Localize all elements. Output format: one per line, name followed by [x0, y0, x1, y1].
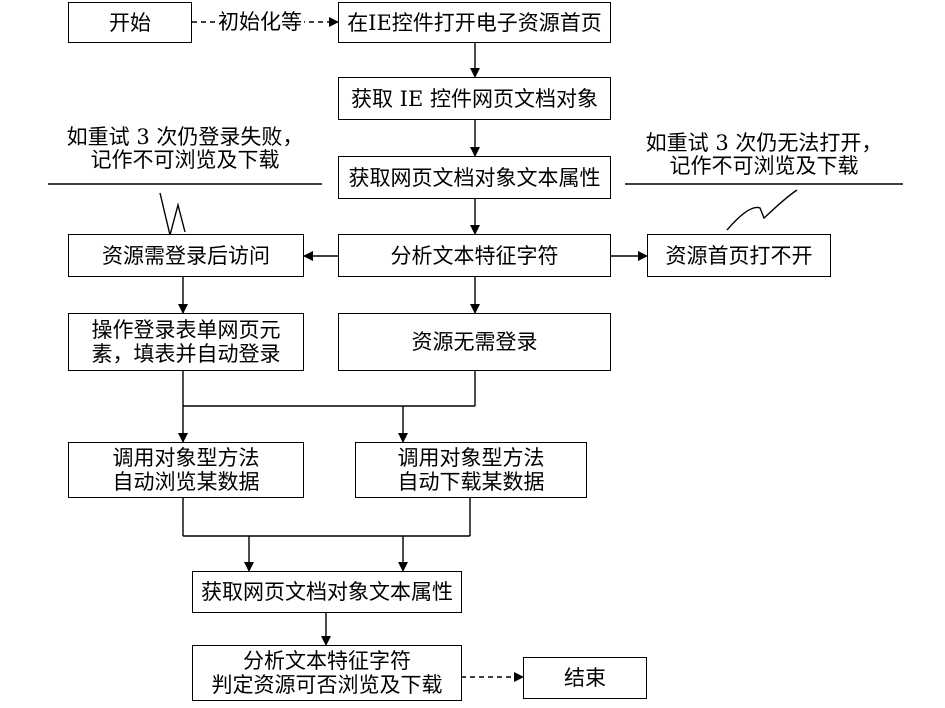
download-line-2: 自动下载某数据 [397, 470, 545, 494]
get-text-label-1: 获取网页文档对象文本属性 [348, 165, 601, 190]
login-fail-line-1: 如重试 3 次仍登录失败， [66, 125, 304, 149]
end-node: 结束 [523, 657, 647, 699]
download-line-1: 调用对象型方法 [397, 446, 545, 470]
need-login-label: 资源需登录后访问 [102, 243, 270, 268]
analyze-2-line-1: 分析文本特征字符 [243, 649, 411, 673]
get-text-node-1: 获取网页文档对象文本属性 [338, 156, 611, 199]
get-doc-node: 获取 IE 控件网页文档对象 [338, 77, 611, 120]
browse-line-1: 调用对象型方法 [112, 446, 260, 470]
open-home-label: 在IE控件打开电子资源首页 [347, 10, 602, 35]
need-login-node: 资源需登录后访问 [68, 234, 304, 277]
login-form-node: 操作登录表单网页元 素，填表并自动登录 [68, 313, 304, 371]
login-form-line-2: 素，填表并自动登录 [91, 342, 281, 366]
analyze-2-line-2: 判定资源可否浏览及下载 [211, 673, 443, 697]
cannot-open-label: 资源首页打不开 [665, 243, 813, 268]
init-edge-label: 初始化等 [216, 10, 304, 34]
get-doc-label: 获取 IE 控件网页文档对象 [351, 86, 598, 111]
download-node: 调用对象型方法 自动下载某数据 [355, 442, 587, 498]
open-fail-line-1: 如重试 3 次仍无法打开， [645, 131, 883, 155]
start-node: 开始 [68, 2, 192, 43]
no-login-node: 资源无需登录 [338, 313, 611, 371]
browse-node: 调用对象型方法 自动浏览某数据 [68, 442, 304, 498]
note-left-pointer [159, 192, 186, 236]
no-login-label: 资源无需登录 [411, 330, 538, 354]
open-fail-line-2: 记作不可浏览及下载 [669, 154, 859, 178]
get-text-label-2: 获取网页文档对象文本属性 [201, 580, 453, 604]
open-fail-note: 如重试 3 次仍无法打开， 记作不可浏览及下载 [625, 132, 903, 178]
analyze-node-1: 分析文本特征字符 [338, 234, 611, 277]
note-right-pointer [726, 189, 798, 231]
open-home-node: 在IE控件打开电子资源首页 [338, 2, 611, 43]
cannot-open-node: 资源首页打不开 [647, 234, 831, 277]
end-label: 结束 [564, 666, 606, 690]
login-fail-note: 如重试 3 次仍登录失败， 记作不可浏览及下载 [48, 126, 322, 172]
start-label: 开始 [109, 10, 151, 35]
login-form-line-1: 操作登录表单网页元 [91, 318, 281, 342]
browse-line-2: 自动浏览某数据 [112, 470, 260, 494]
analyze-label-1: 分析文本特征字符 [390, 243, 559, 268]
login-fail-line-2: 记作不可浏览及下载 [90, 148, 280, 172]
analyze-node-2: 分析文本特征字符 判定资源可否浏览及下载 [192, 645, 462, 701]
get-text-node-2: 获取网页文档对象文本属性 [192, 571, 462, 613]
